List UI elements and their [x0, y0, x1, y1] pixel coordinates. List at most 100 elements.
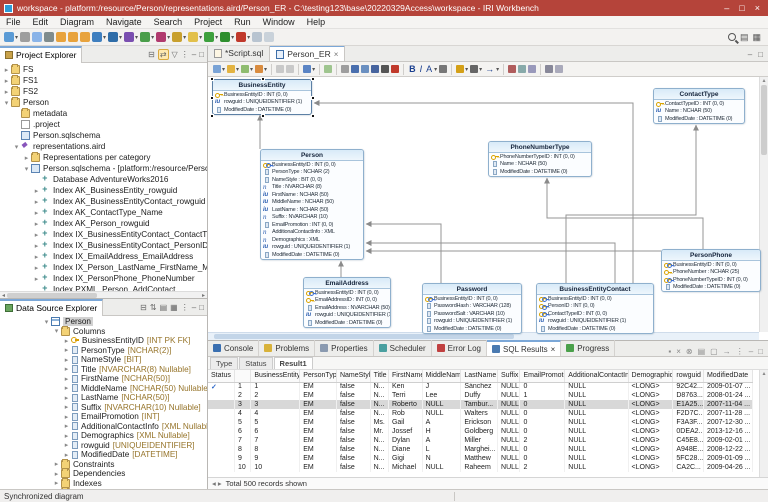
toolbar-icon[interactable]: [44, 32, 54, 42]
result-row[interactable]: 55EMfalseMs.GailAEricksonNULL0NULL<LONG>…: [208, 418, 753, 427]
toolbar-dropdown-caret[interactable]: ▾: [222, 66, 225, 73]
tab-properties[interactable]: Properties: [315, 340, 373, 356]
toolbar-icon[interactable]: →: [485, 64, 494, 74]
selection-handle[interactable]: [311, 77, 315, 81]
toolbar-icon[interactable]: [204, 32, 214, 42]
tree-item[interactable]: ▸Suffix[NVARCHAR(10) Nullable]: [0, 403, 207, 413]
selection-handle[interactable]: [210, 114, 214, 118]
maximize-button[interactable]: □: [739, 3, 744, 13]
minimize-button[interactable]: –: [724, 3, 729, 13]
project-explorer-tool-icon[interactable]: ▽: [172, 50, 178, 59]
entity-PhoneNumberType[interactable]: PhoneNumberTypePhoneNumberTypeID : INT (…: [488, 141, 592, 177]
panel-tool-icon[interactable]: ⊗: [686, 347, 693, 356]
toolbar-icon[interactable]: [4, 32, 14, 42]
toolbar-icon[interactable]: [264, 32, 274, 42]
data-source-explorer-tool-icon[interactable]: ⊟: [140, 303, 147, 312]
tree-expander-icon[interactable]: ▸: [32, 242, 41, 250]
tree-expander-icon[interactable]: ▸: [52, 479, 61, 487]
data-source-explorer-tool-icon[interactable]: –: [192, 303, 196, 312]
subtab-type[interactable]: Type: [210, 357, 238, 369]
entity-Person[interactable]: PersonBusinessEntityID : INT (0, 0)Perso…: [260, 149, 364, 260]
tree-expander-icon[interactable]: ▾: [52, 327, 61, 335]
tree-expander-icon[interactable]: ▸: [62, 384, 71, 392]
tab-console[interactable]: Console: [208, 340, 259, 356]
entity-Password[interactable]: PasswordBusinessEntityID : INT (0, 0)Pas…: [422, 283, 522, 334]
toolbar-icon[interactable]: [56, 32, 66, 42]
column-header[interactable]: Demographics: [628, 370, 673, 382]
toolbar-dropdown-caret[interactable]: ▾: [15, 34, 18, 41]
data-source-explorer-tool-icon[interactable]: ▤: [160, 303, 168, 312]
tree-item[interactable]: metadata: [0, 108, 207, 119]
tree-expander-icon[interactable]: ▸: [32, 231, 41, 239]
toolbar-icon[interactable]: [508, 65, 516, 73]
selection-handle[interactable]: [261, 114, 265, 118]
result-row[interactable]: 99EMfalseN...GigiNMatthewNULL0NULL<LONG>…: [208, 454, 753, 463]
toolbar-dropdown-caret[interactable]: ▾: [199, 34, 202, 41]
toolbar-icon[interactable]: [252, 32, 262, 42]
tree-item[interactable]: ▾Person: [0, 317, 207, 327]
editor-tab-Person_ER[interactable]: Person_ER×: [270, 46, 345, 61]
panel-tool-icon[interactable]: ×: [676, 347, 681, 356]
toolbar-icon[interactable]: [351, 65, 359, 73]
entity-BusinessEntity[interactable]: BusinessEntityBusinessEntityID : INT (0,…: [212, 79, 312, 115]
toolbar-icon[interactable]: [518, 65, 526, 73]
data-source-explorer-tool-icon[interactable]: ⋮: [181, 303, 189, 312]
toolbar-dropdown-caret[interactable]: ▾: [183, 34, 186, 41]
tree-item[interactable]: ▸Index IX_PersonPhone_PhoneNumber: [0, 273, 207, 284]
selection-handle[interactable]: [311, 96, 315, 100]
toolbar-icon[interactable]: [68, 32, 78, 42]
close-tab-icon[interactable]: ×: [551, 345, 556, 354]
result-row[interactable]: 1010EMfalseN...MichaelNULLRaheemNULL2NUL…: [208, 463, 753, 472]
tree-item[interactable]: ▸NameStyle[BIT]: [0, 355, 207, 365]
toolbar-dropdown-caret[interactable]: ▾: [250, 66, 253, 73]
project-explorer-tool-icon[interactable]: ⋮: [181, 50, 189, 59]
tree-expander-icon[interactable]: ▸: [22, 154, 31, 162]
results-vscrollbar[interactable]: ▴: [759, 370, 768, 477]
result-row[interactable]: 44EMfalseN...RobNULLWaltersNULL0NULL<LON…: [208, 409, 753, 418]
toolbar-icon[interactable]: [108, 32, 118, 42]
toolbar-icon[interactable]: [213, 65, 221, 73]
tree-item[interactable]: ▸ModifiedDate[DATETIME]: [0, 450, 207, 460]
tree-expander-icon[interactable]: ▸: [62, 346, 71, 354]
project-explorer-tool-icon[interactable]: ⊟: [148, 50, 155, 59]
close-tab-icon[interactable]: ×: [334, 50, 339, 59]
tree-item[interactable]: ▸FirstName[NCHAR(50)]: [0, 374, 207, 384]
toolbar-dropdown-caret[interactable]: ▾: [103, 34, 106, 41]
column-header[interactable]: AdditionalContactInfo: [565, 370, 628, 382]
tree-item[interactable]: ▾representations.aird: [0, 141, 207, 152]
toolbar-dropdown-caret[interactable]: ▾: [236, 66, 239, 73]
toolbar-icon[interactable]: [236, 32, 246, 42]
tree-expander-icon[interactable]: ▸: [62, 432, 71, 440]
result-row[interactable]: 77EMfalseN...DylanAMillerNULL2NULL<LONG>…: [208, 436, 753, 445]
tree-expander-icon[interactable]: ▸: [32, 253, 41, 261]
toolbar-dropdown-caret[interactable]: ▾: [231, 34, 234, 41]
tree-item[interactable]: ▸Index IX_BusinessEntityContact_ContactT…: [0, 229, 207, 240]
selection-handle[interactable]: [311, 114, 315, 118]
toolbar-dropdown-caret[interactable]: ▾: [215, 34, 218, 41]
tree-item[interactable]: ▸FS: [0, 64, 207, 75]
tree-expander-icon[interactable]: ▸: [32, 220, 41, 228]
tree-item[interactable]: ▸MiddleName[NCHAR(50) Nullable]: [0, 384, 207, 394]
tree-expander-icon[interactable]: ▸: [32, 264, 41, 272]
column-header[interactable]: LastName: [461, 370, 498, 382]
toolbar-icon[interactable]: [439, 65, 447, 73]
tree-expander-icon[interactable]: ▸: [32, 198, 41, 206]
toolbar-icon[interactable]: [528, 65, 536, 73]
column-header[interactable]: NameStyle: [336, 370, 370, 382]
menu-diagram[interactable]: Diagram: [54, 17, 100, 27]
tree-expander-icon[interactable]: ▾: [22, 165, 31, 173]
selection-handle[interactable]: [210, 77, 214, 81]
tree-expander-icon[interactable]: ▸: [62, 394, 71, 402]
tree-item[interactable]: ▸PersonType[NCHAR(2)]: [0, 346, 207, 356]
toolbar-dropdown-caret[interactable]: ▾: [135, 34, 138, 41]
relationship-Password-to-Person[interactable]: [366, 224, 441, 283]
project-explorer-tool-icon[interactable]: ⇄: [158, 49, 169, 60]
tree-expander-icon[interactable]: ▸: [62, 422, 71, 430]
tree-expander-icon[interactable]: ▸: [62, 413, 71, 421]
entity-PersonPhone[interactable]: PersonPhoneBusinessEntityID : INT (0, 0)…: [661, 249, 761, 292]
data-source-explorer-tool-icon[interactable]: ▦: [170, 303, 178, 312]
toolbar-dropdown-caret[interactable]: ▾: [119, 34, 122, 41]
tree-expander-icon[interactable]: ▸: [62, 337, 71, 345]
tree-expander-icon[interactable]: ▸: [62, 451, 71, 459]
menu-file[interactable]: File: [0, 17, 27, 27]
